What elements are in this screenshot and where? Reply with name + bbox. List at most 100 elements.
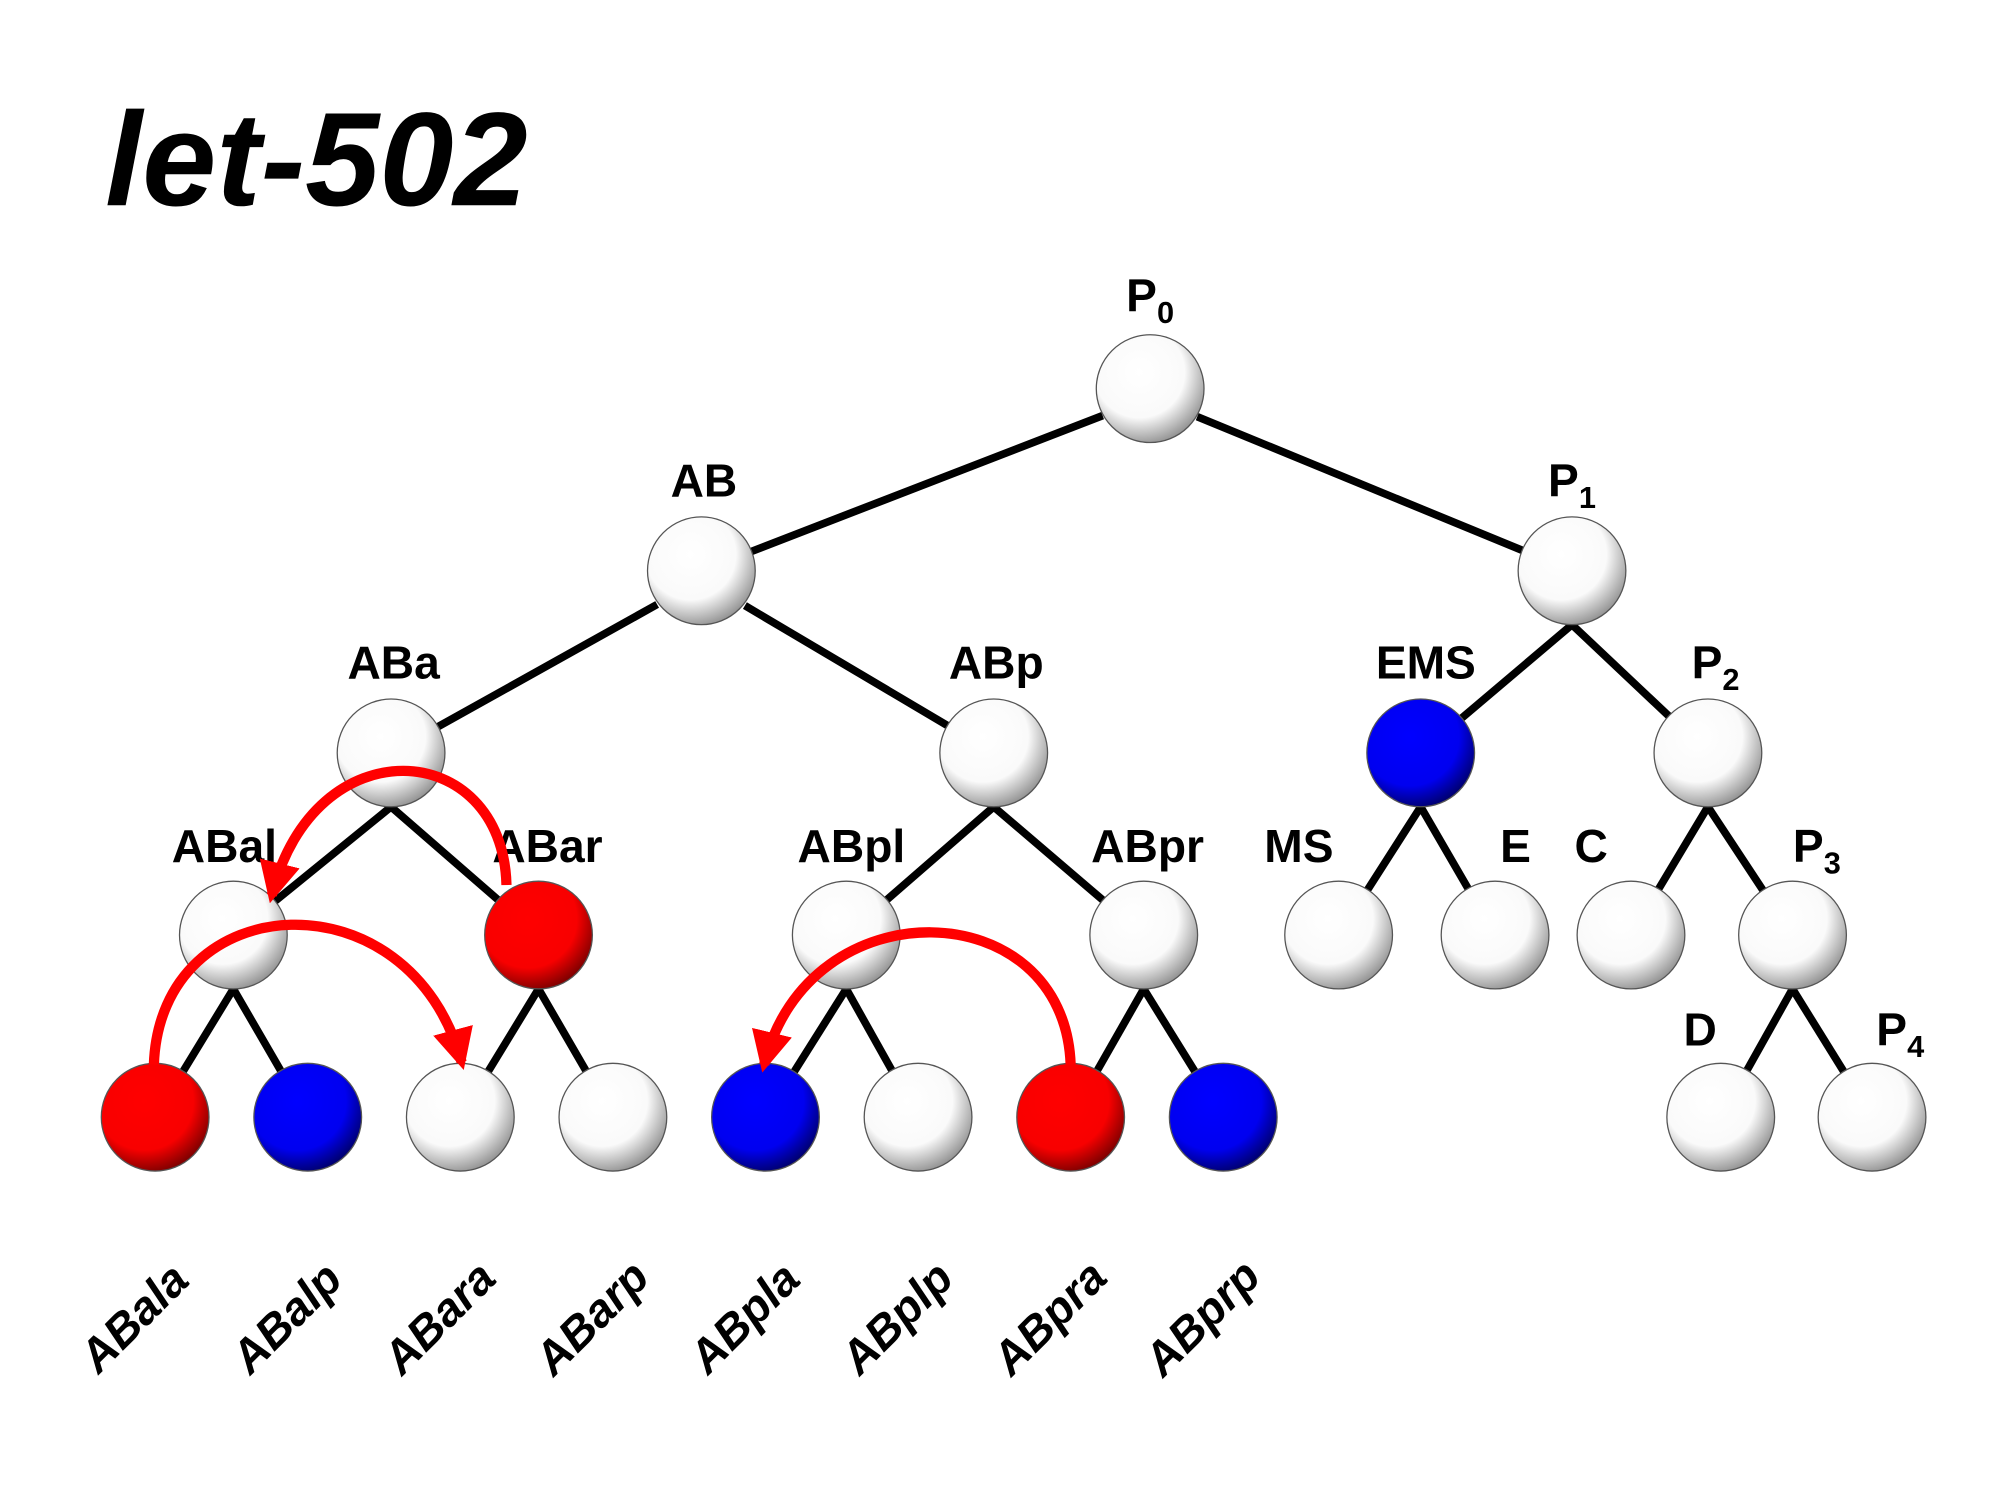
cell-node-P4 — [1817, 1062, 1927, 1172]
cell-node-P1 — [1517, 516, 1627, 626]
cell-label-text: EMS — [1376, 637, 1476, 689]
cell-label-text: D — [1684, 1003, 1717, 1055]
cell-label-AB: AB — [671, 454, 738, 506]
cell-label-subscript: 3 — [1824, 845, 1841, 880]
lineage-edge-AB-ABp — [742, 602, 952, 731]
cell-label-subscript: 2 — [1722, 662, 1739, 697]
cell-node-ABprp — [1168, 1062, 1278, 1172]
lineage-edge-ABal-ABalp — [230, 986, 286, 1075]
cell-node-ABalp — [253, 1062, 363, 1172]
cell-label-ABpr: ABpr — [1091, 820, 1204, 872]
cell-node-ABa — [336, 698, 446, 808]
cell-label-text: AB — [671, 454, 738, 506]
lineage-edge-P0-P1 — [1195, 413, 1527, 555]
leaf-label-ABara: ABara — [372, 1251, 506, 1385]
cell-label-text: ABp — [949, 637, 1044, 689]
lineage-edge-P0-AB — [747, 412, 1105, 556]
cell-label-C: C — [1575, 820, 1608, 872]
cell-label-ABpl: ABpl — [798, 820, 906, 872]
cell-label-E: E — [1500, 820, 1531, 872]
lineage-edge-ABar-ABarp — [535, 986, 591, 1075]
cell-nodes — [100, 334, 1927, 1172]
cell-node-EMS — [1366, 698, 1476, 808]
lineage-edge-ABa-ABar — [388, 803, 503, 905]
lineage-edge-P2-P3 — [1704, 804, 1768, 895]
cell-node-P3 — [1738, 880, 1848, 990]
arrow-ABala-to-ABara — [148, 919, 473, 1070]
lineage-edge-P2-C — [1654, 804, 1712, 894]
cell-label-text: P — [1692, 637, 1723, 689]
cell-label-text: ABar — [492, 820, 602, 872]
leaf-label-ABarp: ABarp — [523, 1250, 658, 1385]
cell-label-subscript: 0 — [1157, 295, 1174, 330]
cell-node-ABpla — [710, 1062, 820, 1172]
cell-node-ABar — [484, 880, 594, 990]
cell-label-EMS: EMS — [1376, 637, 1476, 689]
cell-node-AB — [646, 516, 756, 626]
lineage-edge-ABpr-ABprp — [1140, 986, 1200, 1076]
cell-node-ABarp — [558, 1062, 668, 1172]
arrow-ABar-to-ABal — [259, 765, 512, 904]
leaf-label-ABprp: ABprp — [1133, 1249, 1270, 1386]
cell-node-P2 — [1653, 698, 1763, 808]
leaf-label-ABpra: ABpra — [981, 1250, 1116, 1385]
cell-node-C — [1576, 880, 1686, 990]
leaf-label-ABalp: ABalp — [220, 1252, 352, 1384]
lineage-edge-EMS-E — [1417, 804, 1473, 893]
lineage-edge-P1-EMS — [1457, 621, 1575, 723]
cell-label-P3: P3 — [1793, 820, 1841, 881]
cell-node-E — [1440, 880, 1550, 990]
cell-label-text: P — [1548, 454, 1579, 506]
leaf-label-ABpla: ABpla — [678, 1252, 810, 1384]
cell-label-text: E — [1500, 820, 1531, 872]
gene-title: let-502 — [105, 85, 527, 234]
lineage-edges — [178, 412, 1849, 1076]
lineage-edge-AB-ABa — [433, 601, 660, 732]
cell-label-text: P — [1126, 270, 1157, 322]
cell-label-ABa: ABa — [347, 637, 440, 689]
cell-label-text: ABal — [172, 820, 277, 872]
lineage-edge-ABal-ABala — [178, 986, 237, 1076]
cell-label-MS: MS — [1264, 820, 1333, 872]
cell-label-text: C — [1575, 820, 1608, 872]
cell-node-ABplp — [863, 1062, 973, 1172]
cell-label-P2: P2 — [1692, 637, 1740, 698]
cell-label-text: ABpl — [798, 820, 906, 872]
lineage-edge-ABp-ABpl — [882, 803, 997, 905]
cell-node-ABala — [100, 1062, 210, 1172]
arrow-ABpra-to-ABpla — [752, 927, 1076, 1073]
lineage-edge-P3-P4 — [1789, 986, 1849, 1076]
lineage-edge-ABpr-ABpra — [1092, 987, 1148, 1075]
cell-label-ABal: ABal — [172, 820, 277, 872]
lineage-edge-EMS-MS — [1363, 804, 1424, 894]
leaf-label-ABplp: ABplp — [829, 1251, 963, 1385]
cell-label-text: ABpr — [1091, 820, 1204, 872]
cell-label-ABar: ABar — [492, 820, 602, 872]
cell-label-P0: P0 — [1126, 270, 1174, 331]
transformation-arrows — [148, 765, 1076, 1073]
cell-node-ABp — [939, 698, 1049, 808]
cell-label-text: P — [1876, 1003, 1907, 1055]
cell-label-P1: P1 — [1548, 454, 1596, 515]
cell-label-ABp: ABp — [949, 637, 1044, 689]
cell-label-D: D — [1684, 1003, 1717, 1055]
cell-node-D — [1666, 1062, 1776, 1172]
cell-label-text: P — [1793, 820, 1824, 872]
cell-node-ABpra — [1016, 1062, 1126, 1172]
lineage-edge-ABpl-ABplp — [842, 987, 897, 1075]
lineage-edge-P1-P2 — [1569, 621, 1674, 721]
lineage-edge-ABar-ABara — [483, 986, 542, 1076]
cell-label-text: MS — [1264, 820, 1333, 872]
cell-node-MS — [1284, 880, 1394, 990]
cell-node-ABara — [405, 1062, 515, 1172]
cell-label-P4: P4 — [1876, 1003, 1924, 1064]
cell-label-subscript: 1 — [1579, 480, 1596, 515]
lineage-edge-ABpl-ABpla — [789, 986, 850, 1076]
lineage-edge-P3-D — [1742, 987, 1796, 1075]
lineage-edge-ABp-ABpr — [991, 803, 1108, 905]
cell-label-subscript: 4 — [1907, 1029, 1924, 1064]
cell-label-text: ABa — [347, 637, 440, 689]
